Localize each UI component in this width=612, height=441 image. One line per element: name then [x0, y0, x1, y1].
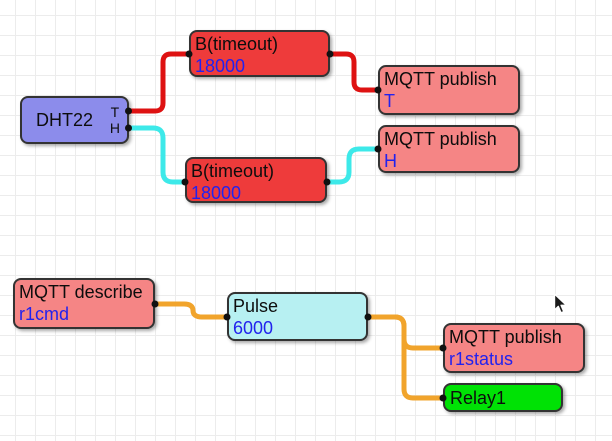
- node-title: B(timeout): [191, 161, 275, 181]
- wire-b-timeout-bottom-to-mqtt-publish-h[interactable]: [327, 146, 378, 185]
- node-value: 18000: [195, 56, 246, 76]
- node-title: MQTT publish: [384, 69, 497, 89]
- node-mqtt-publish-h[interactable]: MQTT publish H: [378, 125, 520, 173]
- node-value: H: [384, 151, 397, 171]
- wire-dht22-H-to-b-timeout-bottom[interactable]: [129, 125, 185, 185]
- node-title: MQTT describe: [19, 282, 143, 302]
- node-value: r1cmd: [19, 304, 70, 324]
- node-dht22[interactable]: DHT22 T H: [20, 96, 129, 144]
- node-title: B(timeout): [195, 34, 279, 54]
- node-mqtt-describe[interactable]: MQTT describe r1cmd: [13, 278, 155, 329]
- node-title: MQTT publish: [384, 129, 497, 149]
- wire-b-timeout-top-to-mqtt-publish-t[interactable]: [330, 51, 378, 93]
- wire-mqtt-describe-to-pulse[interactable]: [155, 301, 227, 320]
- node-title: DHT22: [36, 110, 94, 130]
- port-label-h: H: [109, 120, 120, 136]
- node-mqtt-publish-t[interactable]: MQTT publish T: [378, 65, 520, 115]
- node-relay1[interactable]: Relay1: [443, 383, 563, 412]
- node-title: MQTT publish: [449, 327, 562, 347]
- node-pulse[interactable]: Pulse 6000: [227, 292, 368, 341]
- mouse-cursor-icon: [553, 293, 568, 314]
- port-labels: T H: [110, 104, 120, 136]
- node-value: 18000: [191, 183, 242, 203]
- node-b-timeout-bottom[interactable]: B(timeout) 18000: [185, 157, 327, 203]
- node-b-timeout-top[interactable]: B(timeout) 18000: [189, 30, 330, 77]
- port-label-t: T: [110, 104, 120, 120]
- node-title: Pulse: [233, 296, 279, 316]
- wire-pulse-to-mqtt-publish-r1status[interactable]: [368, 314, 443, 351]
- node-value: r1status: [449, 349, 514, 369]
- node-mqtt-publish-r1status[interactable]: MQTT publish r1status: [443, 323, 585, 373]
- node-value: T: [384, 91, 395, 111]
- wire-dht22-T-to-b-timeout-top[interactable]: [129, 51, 189, 114]
- node-value: 6000: [233, 318, 274, 338]
- node-title: Relay1: [450, 387, 507, 408]
- wire-pulse-to-relay1[interactable]: [368, 314, 443, 401]
